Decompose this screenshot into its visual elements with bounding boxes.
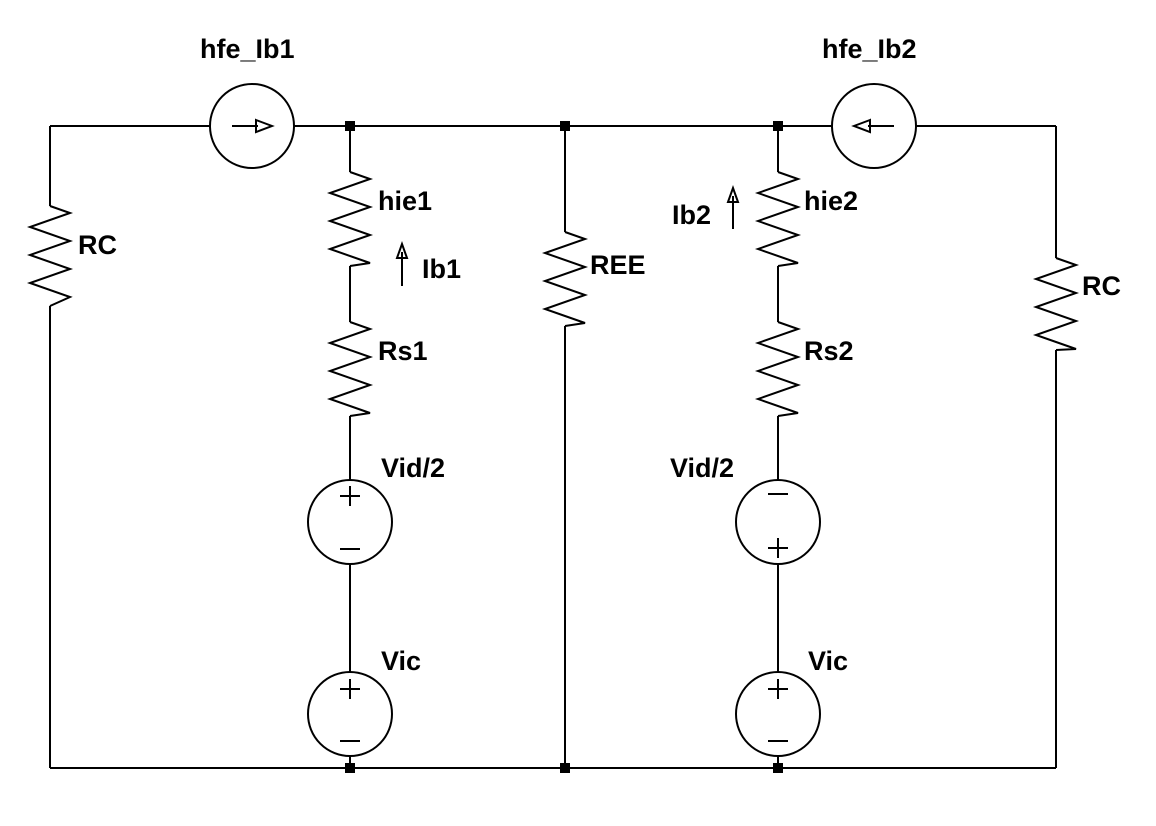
voltage-source-vid-right-body [735, 479, 821, 565]
junction-node [773, 763, 783, 773]
label-vic-right: Vic [808, 646, 848, 676]
resistor-rs1 [326, 321, 374, 417]
label-vic-left: Vic [381, 646, 421, 676]
label-rs1: Rs1 [378, 336, 428, 366]
resistors [26, 171, 1080, 417]
voltage-source-vic-left-body [307, 671, 393, 757]
voltage-source-vic-left [307, 671, 393, 757]
label-ree: REE [590, 250, 646, 280]
label-vid-left: Vid/2 [381, 453, 445, 483]
plus-icon [768, 679, 788, 699]
label-hfe-ib1: hfe_Ib1 [200, 34, 295, 64]
junction-node [345, 121, 355, 131]
label-hfe-ib2: hfe_Ib2 [822, 34, 917, 64]
voltage-source-vid-right [735, 479, 821, 565]
current-source-right-arrow-icon [851, 118, 894, 134]
label-ib2: Ib2 [672, 200, 711, 230]
resistor-hie2 [754, 171, 802, 267]
junction-node [560, 121, 570, 131]
label-rs2: Rs2 [804, 336, 854, 366]
label-vid-right: Vid/2 [670, 453, 734, 483]
voltage-source-vic-right-body [735, 671, 821, 757]
resistor-rc-right [1032, 257, 1080, 351]
labels: hfe_Ib1 hfe_Ib2 RC RC hie1 hie2 Ib1 Ib2 … [78, 34, 1121, 676]
junction-node [560, 763, 570, 773]
junction-node [345, 763, 355, 773]
label-hie2: hie2 [804, 186, 858, 216]
voltage-source-vic-right [735, 671, 821, 757]
label-rc-right: RC [1082, 271, 1121, 301]
ib1-arrow-icon [395, 241, 409, 286]
current-source-left [209, 83, 295, 169]
resistor-rc-left [26, 205, 74, 307]
ib2-arrow-icon [726, 185, 740, 229]
label-ib1: Ib1 [422, 254, 461, 284]
current-source-left-arrow-icon [232, 118, 275, 134]
plus-icon [340, 486, 360, 506]
current-source-right [831, 83, 917, 169]
resistor-hie1 [326, 171, 374, 267]
plus-icon [768, 538, 788, 558]
wires [49, 125, 1057, 769]
plus-icon [340, 679, 360, 699]
voltage-source-vid-left-body [307, 479, 393, 565]
resistor-ree [541, 231, 589, 327]
label-hie1: hie1 [378, 186, 432, 216]
junction-nodes [345, 121, 783, 773]
label-rc-left: RC [78, 230, 117, 260]
voltage-source-vid-left [307, 479, 393, 565]
junction-node [773, 121, 783, 131]
resistor-rs2 [754, 321, 802, 417]
